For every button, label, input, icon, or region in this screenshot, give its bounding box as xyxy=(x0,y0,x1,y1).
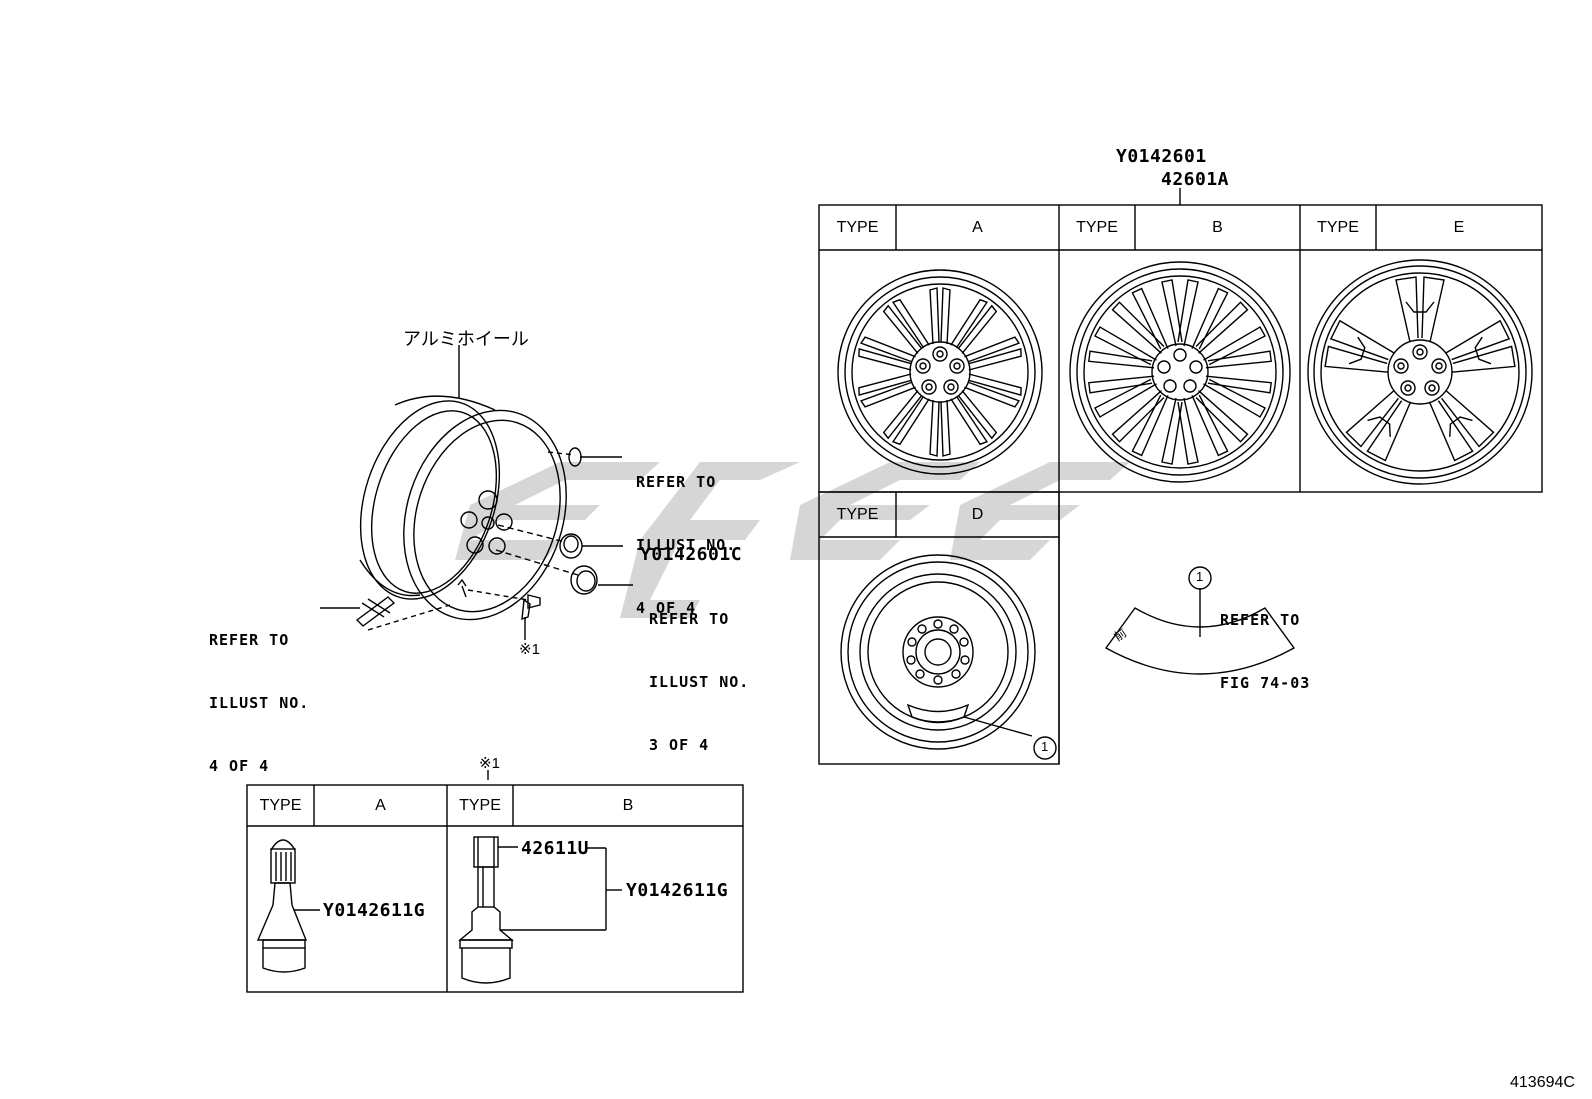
wheel-title: アルミホイール xyxy=(403,329,529,349)
valve-table-note-mark: ※1 xyxy=(479,755,500,772)
wheel-type-a-label: TYPE xyxy=(836,219,879,236)
wheel-table-frame xyxy=(818,188,1543,765)
refer-hub-label: REFER TO ILLUST NO. 4 OF 4 xyxy=(636,430,736,640)
wheel-type-b-value: B xyxy=(1212,219,1223,236)
wheel-type-e-label: TYPE xyxy=(1317,219,1359,236)
wheel-type-e-value: E xyxy=(1453,219,1465,236)
valve-b-part-number[interactable]: Y0142611G xyxy=(626,880,729,901)
wheel-sub-part-number[interactable]: 42601A xyxy=(1161,169,1230,190)
refer-cap-label: REFER TO ILLUST NO. 3 OF 4 xyxy=(649,567,749,777)
refer-weight-label: REFER TO ILLUST NO. 4 OF 4 xyxy=(209,588,309,798)
refer-hub-line-2: ILLUST NO. xyxy=(636,536,737,554)
callout-circle-d xyxy=(1033,736,1057,760)
wheel-type-a-drawing xyxy=(837,269,1043,475)
wheel-exploded-view xyxy=(320,345,633,640)
callout-number-sticker: 1 xyxy=(1196,569,1204,584)
nut-part-number[interactable]: Y0142601C xyxy=(640,544,743,565)
refer-cap-line-3: 3 OF 4 xyxy=(649,736,710,754)
valve-table-frame xyxy=(246,770,744,993)
refer-hub-line-3: 4 OF 4 xyxy=(636,599,697,617)
figure-id: 413694C xyxy=(1510,1074,1575,1091)
valve-type-b-value: B xyxy=(622,797,634,814)
callout-number-d: 1 xyxy=(1041,739,1049,754)
refer-sticker-line-2: FIG 74-03 xyxy=(1220,674,1311,692)
wheel-type-b-drawing xyxy=(1069,261,1291,483)
wheel-part-number[interactable]: Y0142601 xyxy=(1116,146,1207,167)
refer-weight-line-3: 4 OF 4 xyxy=(209,757,270,775)
valve-type-b-label: TYPE xyxy=(459,797,501,814)
watermark-logo xyxy=(455,462,1130,618)
wheel-type-b-label: TYPE xyxy=(1076,219,1118,236)
refer-sticker-line-1: REFER TO xyxy=(1220,611,1301,629)
refer-weight-line-2: ILLUST NO. xyxy=(209,694,310,712)
wheel-type-d-label: TYPE xyxy=(836,506,879,523)
wheel-type-e-drawing xyxy=(1307,259,1533,485)
refer-cap-line-1: REFER TO xyxy=(649,610,730,628)
wheel-type-d-drawing xyxy=(840,554,1036,750)
valve-type-a-drawing xyxy=(256,839,320,973)
valve-a-part-number[interactable]: Y0142611G xyxy=(323,900,426,921)
sticker-detail-drawing xyxy=(1104,566,1296,675)
valve-note-mark: ※1 xyxy=(519,641,540,658)
wheel-type-a-value: A xyxy=(972,219,983,236)
valve-type-a-value: A xyxy=(375,797,386,814)
refer-weight-line-1: REFER TO xyxy=(209,631,290,649)
valve-type-b-drawing xyxy=(458,836,622,984)
wheel-type-d-value: D xyxy=(971,506,984,523)
valve-b-cap-part-number[interactable]: 42611U xyxy=(521,838,590,859)
refer-cap-line-2: ILLUST NO. xyxy=(649,673,750,691)
refer-hub-line-1: REFER TO xyxy=(636,473,717,491)
refer-sticker-label: REFER TO FIG 74-03 xyxy=(1220,568,1310,715)
valve-type-a-label: TYPE xyxy=(259,797,302,814)
